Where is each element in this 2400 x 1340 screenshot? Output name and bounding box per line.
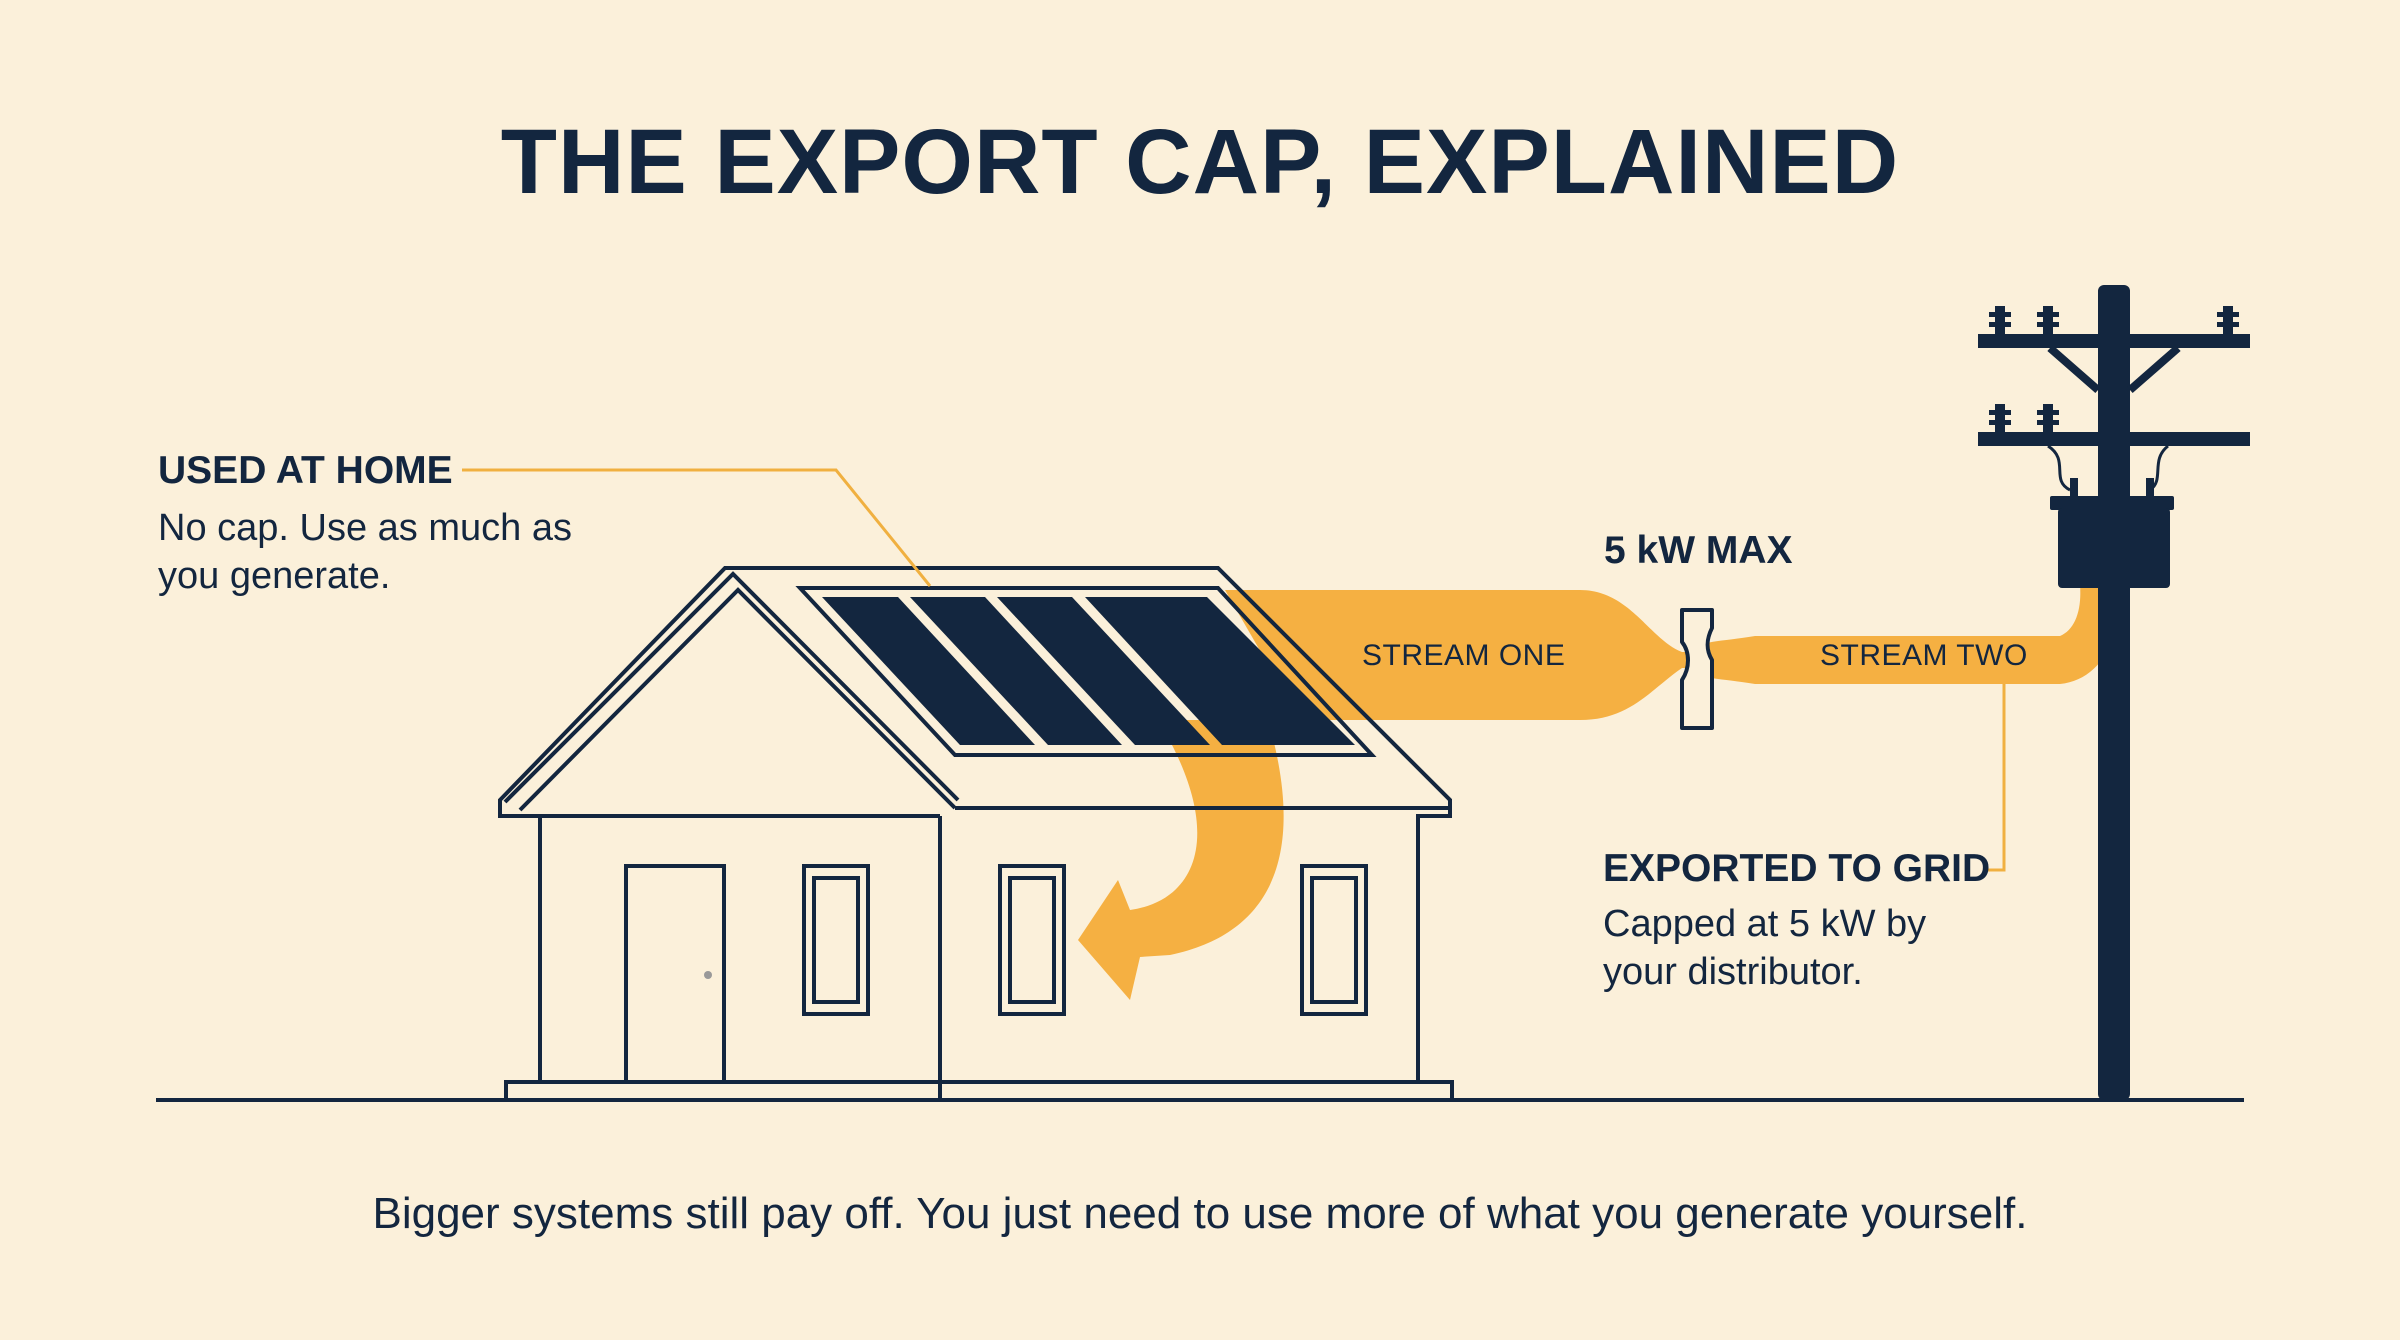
house-window: [998, 864, 1066, 1016]
used-at-home-heading: USED AT HOME: [158, 449, 453, 492]
exported-heading: EXPORTED TO GRID: [1603, 847, 1991, 890]
home-use-flow-arrow: [1078, 720, 1284, 1000]
utility-pole-icon: [1978, 285, 2250, 1100]
solar-panel-icon: [795, 586, 1377, 757]
exported-body: Capped at 5 kW by your distributor.: [1603, 903, 1927, 993]
house-door: [624, 864, 726, 1084]
cap-label: 5 kW MAX: [1604, 529, 1793, 572]
export-flow-stream: [1225, 585, 2121, 720]
footer-caption: Bigger systems still pay off. You just n…: [372, 1189, 2028, 1238]
flow-restrictor-icon: [1680, 608, 1714, 730]
house-window: [1300, 864, 1368, 1016]
used-at-home-body: No cap. Use as much as you generate.: [158, 507, 572, 597]
stream-one-label: STREAM ONE: [1362, 639, 1566, 672]
exported-leader: [1985, 684, 2006, 872]
house-icon: [498, 566, 1454, 1102]
page-title: THE EXPORT CAP, EXPLAINED: [500, 111, 1900, 213]
used-at-home-leader: [462, 468, 932, 587]
stream-two-label: STREAM TWO: [1820, 639, 2028, 672]
house-window: [802, 864, 870, 1016]
